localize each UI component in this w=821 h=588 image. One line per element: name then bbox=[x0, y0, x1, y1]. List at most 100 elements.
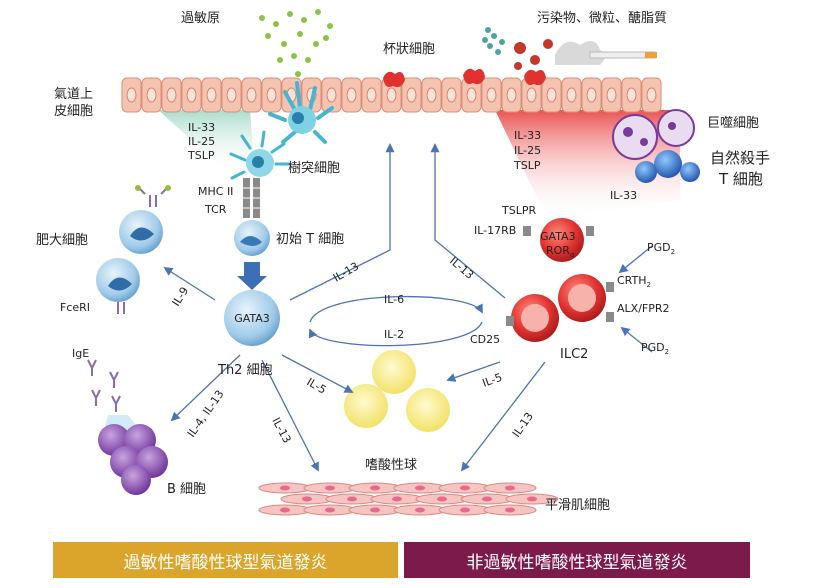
smooth-muscle-nucleus bbox=[437, 496, 447, 502]
naive-t-label: 初始 T 細胞 bbox=[276, 232, 344, 247]
naive-t-cell bbox=[234, 220, 270, 256]
epithelial-nucleus bbox=[386, 87, 397, 103]
th2-cell: GATA3 bbox=[224, 290, 280, 346]
dendritic-cell-label: 樹突細胞 bbox=[288, 160, 340, 176]
eosinophils bbox=[344, 350, 450, 432]
pgd2-bottom-text: PGD bbox=[641, 341, 665, 354]
allergen-particle bbox=[297, 31, 303, 37]
b-cells bbox=[98, 424, 168, 495]
allergen-label: 過敏原 bbox=[181, 11, 220, 26]
epithelial-nucleus bbox=[546, 87, 557, 103]
allergen-particle bbox=[295, 71, 301, 77]
ror-sub: α bbox=[570, 251, 575, 259]
smooth-muscle-nucleus bbox=[370, 507, 380, 513]
eosinophil-label: 嗜酸性球 bbox=[365, 458, 417, 473]
il13-left-down-label: IL-13 bbox=[269, 415, 293, 445]
diagram-labels: 過敏原 污染物、微粒、醣脂質 杯狀細胞 氣道上 皮細胞 IL-33 IL-25 … bbox=[36, 10, 770, 513]
smooth-muscle-cells bbox=[258, 482, 559, 516]
epithelial-nucleus bbox=[406, 87, 417, 103]
smooth-muscle-nucleus bbox=[370, 485, 380, 491]
goblet-cell-label: 杯狀細胞 bbox=[383, 42, 435, 57]
th2-label: Th2 細胞 bbox=[217, 363, 273, 378]
cytokine-right-tslp: TSLP bbox=[513, 159, 541, 172]
epithelial-nucleus bbox=[146, 87, 157, 103]
il5-left-label: IL-5 bbox=[305, 375, 329, 396]
epithelial-nucleus bbox=[246, 87, 257, 103]
dendritic-cell bbox=[229, 81, 334, 180]
mhc-tcr-complex bbox=[243, 178, 260, 218]
pgd2-bottom-label: PGD2 bbox=[641, 341, 669, 356]
allergen-particle bbox=[259, 15, 265, 21]
il2-label: IL-2 bbox=[384, 328, 404, 341]
epithelial-nucleus bbox=[526, 87, 537, 103]
smooth-muscle-nucleus bbox=[505, 485, 515, 491]
epithelial-nucleus bbox=[446, 87, 457, 103]
goblet-cell-mucus bbox=[383, 68, 546, 88]
crth2-sub: 2 bbox=[647, 281, 651, 289]
epithelial-nucleus bbox=[486, 87, 497, 103]
il13-ilc2-up-label: IL-13 bbox=[447, 254, 476, 281]
epithelial-nucleus bbox=[126, 87, 137, 103]
epithelial-nucleus bbox=[366, 87, 377, 103]
footer-nonallergic: 非過敏性嗜酸性球型氣道發炎 bbox=[404, 542, 750, 578]
smooth-muscle-nucleus bbox=[505, 507, 515, 513]
epithelial-nucleus bbox=[326, 87, 337, 103]
mhc2-label: MHC II bbox=[198, 185, 233, 198]
smooth-muscle-nucleus bbox=[302, 496, 312, 502]
il17rb-label: IL-17RB bbox=[474, 224, 516, 237]
il13-th2-up-label: IL-13 bbox=[331, 260, 361, 285]
cd25-label: CD25 bbox=[470, 333, 500, 346]
epithelial-nucleus bbox=[466, 87, 477, 103]
pgd2-bottom-sub: 2 bbox=[665, 348, 669, 356]
pollutant-label: 污染物、微粒、醣脂質 bbox=[537, 10, 667, 26]
epithelial-nucleus bbox=[426, 87, 437, 103]
mast-cell-label: 肥大細胞 bbox=[36, 233, 88, 248]
epithelial-nucleus bbox=[606, 87, 617, 103]
cytokine-left-il25: IL-25 bbox=[188, 135, 215, 148]
il4-il13-label: IL-4, IL-13 bbox=[185, 388, 227, 440]
epithelial-nucleus bbox=[506, 87, 517, 103]
ige-antibodies bbox=[87, 359, 121, 412]
th2-gata3-label: GATA3 bbox=[234, 312, 270, 325]
smooth-muscle-nucleus bbox=[325, 485, 335, 491]
allergen-particle bbox=[281, 41, 287, 47]
allergen-particle bbox=[265, 33, 271, 39]
footer-allergic: 過敏性嗜酸性球型氣道發炎 bbox=[53, 542, 398, 578]
allergen-particle bbox=[287, 11, 293, 17]
ror-text: ROR bbox=[546, 244, 570, 257]
ilc2-gata3-label: GATA3 bbox=[540, 230, 576, 243]
allergen-particles bbox=[259, 9, 333, 77]
smooth-muscle-nucleus bbox=[347, 496, 357, 502]
epithelial-nucleus bbox=[266, 87, 277, 103]
il5-right-label: IL-5 bbox=[481, 371, 504, 390]
airway-epithelium bbox=[121, 77, 662, 113]
footer-nonallergic-text: 非過敏性嗜酸性球型氣道發炎 bbox=[466, 552, 688, 573]
fceri-label: FceRI bbox=[60, 301, 90, 314]
cytokine-right-il33: IL-33 bbox=[514, 129, 541, 142]
cytokine-left-il33: IL-33 bbox=[188, 121, 215, 134]
epithelial-nucleus bbox=[646, 87, 657, 103]
signal-cone-left bbox=[158, 110, 255, 175]
il33-right-label: IL-33 bbox=[610, 189, 637, 202]
smooth-muscle-nucleus bbox=[415, 485, 425, 491]
il9-label: IL-9 bbox=[170, 285, 192, 309]
macrophages bbox=[612, 109, 700, 183]
smooth-muscle-nucleus bbox=[280, 507, 290, 513]
pollutant-particles bbox=[482, 27, 657, 70]
smooth-muscle-nucleus bbox=[325, 507, 335, 513]
b-cell-label: B 細胞 bbox=[167, 482, 206, 497]
crth2-text: CRTH bbox=[617, 274, 647, 287]
allergen-particle bbox=[315, 9, 321, 15]
pgd2-top-label: PGD2 bbox=[647, 241, 675, 256]
allergen-particle bbox=[301, 17, 307, 23]
footer-allergic-text: 過敏性嗜酸性球型氣道發炎 bbox=[123, 552, 328, 573]
nkt-label-line1: 自然殺手 bbox=[710, 149, 770, 167]
ilc2-cells bbox=[506, 218, 614, 342]
epithelial-nucleus bbox=[206, 87, 217, 103]
smooth-muscle-nucleus bbox=[415, 507, 425, 513]
allergen-particle bbox=[273, 21, 279, 27]
differentiation-arrow bbox=[237, 262, 267, 290]
smooth-muscle-nucleus bbox=[280, 485, 290, 491]
smooth-muscle-nucleus bbox=[460, 507, 470, 513]
